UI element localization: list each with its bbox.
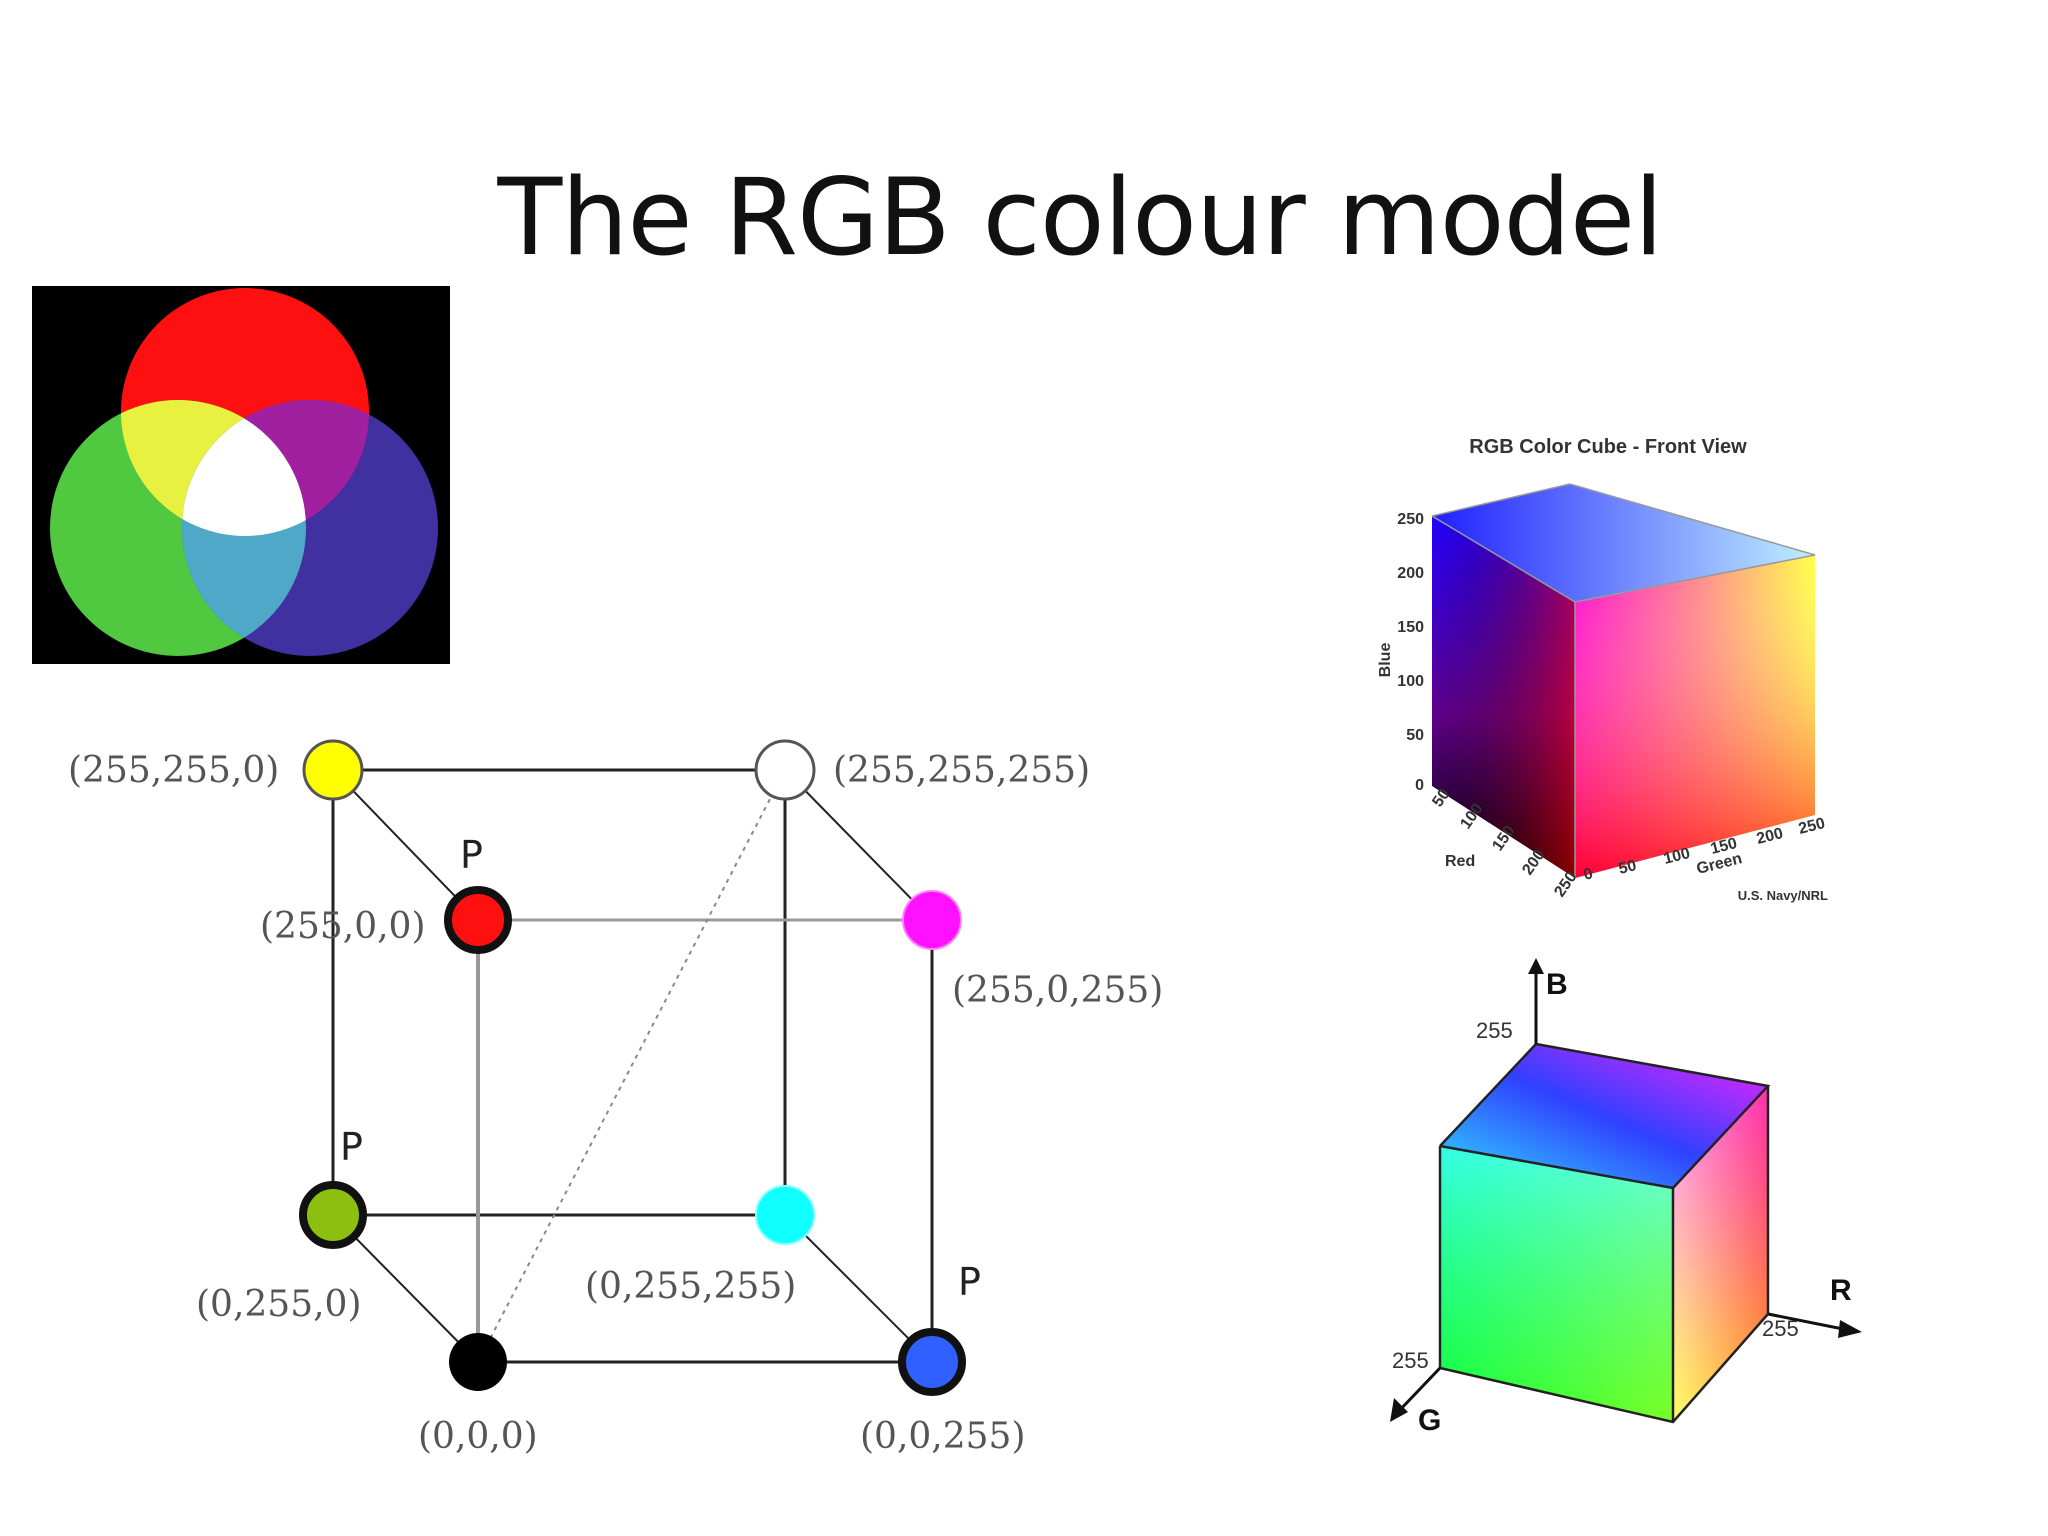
blue-tick-50: 50 — [1406, 727, 1424, 744]
rgb-cube-diagram: (255,255,0) (255,255,255) (255,0,0) (255… — [68, 739, 1163, 1457]
p-marker-red: P — [460, 833, 483, 877]
vertex-green — [299, 1181, 367, 1249]
blue-tick-100: 100 — [1397, 673, 1424, 690]
red-axis-label: Red — [1445, 853, 1475, 870]
green-tick-100: 100 — [1662, 845, 1692, 868]
label-green: (0,255,0) — [196, 1284, 362, 1325]
axis-b-value: 255 — [1476, 1018, 1513, 1043]
green-tick-0: 0 — [1582, 865, 1595, 884]
p-marker-blue: P — [958, 1260, 981, 1304]
vertex-blue — [898, 1328, 966, 1396]
vertex-magenta — [902, 890, 962, 950]
axis-g-value: 255 — [1392, 1348, 1429, 1373]
axis-r-value: 255 — [1762, 1316, 1799, 1341]
green-tick-250: 250 — [1797, 815, 1827, 838]
label-cyan: (0,255,255) — [585, 1266, 796, 1307]
axis-b-label: B — [1546, 968, 1568, 1001]
blue-axis-label: Blue — [1377, 643, 1394, 678]
label-white: (255,255,255) — [833, 750, 1090, 791]
green-tick-200: 200 — [1755, 825, 1785, 848]
label-blue: (0,0,255) — [860, 1416, 1026, 1457]
slide-title: The RGB colour model — [497, 156, 1664, 279]
label-magenta: (255,0,255) — [952, 970, 1163, 1011]
additive-color-circles — [32, 286, 450, 664]
blue-tick-0: 0 — [1415, 777, 1424, 794]
green-tick-150: 150 — [1709, 835, 1739, 858]
blue-tick-200: 200 — [1397, 565, 1424, 582]
blue-tick-150: 150 — [1397, 619, 1424, 636]
label-red: (255,0,0) — [260, 906, 426, 947]
blue-tick-250: 250 — [1397, 511, 1424, 528]
vertex-red — [444, 886, 512, 954]
label-yellow: (255,255,0) — [68, 750, 279, 791]
axis-g-label: G — [1418, 1404, 1441, 1437]
front-view-credit: U.S. Navy/NRL — [1738, 888, 1828, 903]
vertex-white — [754, 739, 816, 801]
p-marker-green: P — [340, 1125, 363, 1169]
vertex-yellow — [302, 739, 364, 801]
vertex-cyan — [755, 1185, 815, 1245]
label-black: (0,0,0) — [418, 1416, 538, 1457]
front-view-title: RGB Color Cube - Front View — [1469, 436, 1747, 458]
color-cube-axes: B R G 255 255 255 — [1390, 958, 1862, 1437]
green-tick-50: 50 — [1617, 857, 1638, 878]
vertex-black — [449, 1333, 507, 1391]
color-cube-front-view: RGB Color Cube - Front View 250 200 150 … — [1376, 418, 1852, 908]
axis-r-label: R — [1830, 1274, 1852, 1307]
